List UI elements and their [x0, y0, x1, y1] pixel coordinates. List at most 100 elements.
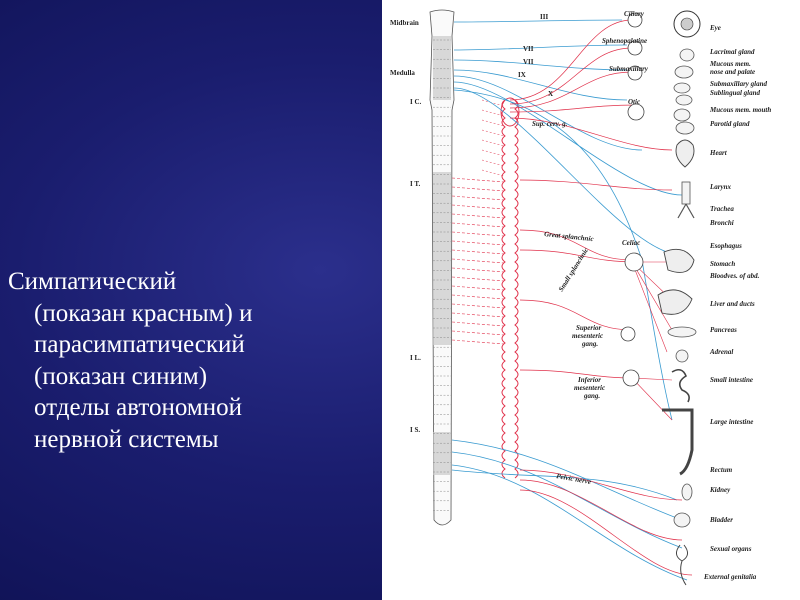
label-esophagus: Esophagus — [709, 242, 742, 250]
ganglion-circle — [627, 12, 643, 28]
organs — [657, 10, 701, 586]
label-inferior-mesenteric-3: gang. — [583, 392, 600, 400]
sympathetic-postganglionic-fiber — [519, 179, 673, 191]
sympathetic-postganglionic-fiber — [509, 104, 638, 113]
vagus-fiber — [453, 89, 673, 421]
label-pancreas: Pancreas — [710, 326, 737, 334]
gland-shape — [679, 48, 695, 62]
label-c1: I C. — [410, 98, 422, 106]
chain-left — [501, 99, 506, 479]
preganglionic-fiber — [451, 231, 505, 237]
sexual-organs-shape — [676, 544, 688, 586]
preganglionic-fiber — [451, 186, 505, 192]
chain-right — [514, 99, 519, 479]
label-mucous-nose-2: nose and palate — [710, 68, 755, 76]
label-nerve-vii-top: VII — [523, 45, 534, 53]
nerve-fibers — [451, 19, 693, 581]
sympathetic-postganglionic-fiber — [519, 489, 693, 576]
cervical-fiber — [481, 149, 505, 157]
label-inferior-mesenteric: Inferior — [577, 376, 601, 384]
parasympathetic-sacral-fiber — [451, 439, 683, 521]
abdominal-fiber — [631, 377, 673, 421]
gland-shape — [675, 94, 693, 106]
preganglionic-fiber — [451, 330, 505, 336]
label-bronchi: Bronchi — [709, 219, 734, 227]
parasympathetic-cranial-fiber — [453, 81, 683, 196]
label-nerve-vii: VII — [523, 58, 534, 66]
parasympathetic-cranial-fiber — [453, 87, 683, 256]
parasympathetic-cranial-fiber — [453, 75, 643, 151]
cord-segment-shade — [433, 432, 451, 475]
parasympathetic-cranial-fiber — [453, 44, 628, 51]
preganglionic-fiber — [451, 249, 505, 255]
sympathetic-postganglionic-fiber — [509, 19, 633, 101]
label-parotid: Parotid gland — [710, 120, 750, 128]
preganglionic-fiber — [451, 276, 505, 282]
label-adrenal: Adrenal — [709, 348, 733, 356]
label-submaxillary-gland: Submaxillary gland — [710, 80, 767, 88]
spinal-cord — [429, 9, 455, 526]
label-sexual: Sexual organs — [710, 545, 752, 553]
sympathetic-postganglionic-fiber — [519, 469, 683, 501]
label-bloodves: Bloodves. of abd. — [709, 272, 760, 280]
caption-line-3: парасимпатический — [34, 331, 245, 358]
preganglionic-fiber — [451, 321, 505, 327]
label-midbrain: Midbrain — [390, 19, 419, 27]
label-ciliary: Ciliary — [624, 10, 645, 18]
caption-line-1: Симпатический — [8, 268, 177, 295]
label-superior-mesenteric: Superior — [576, 324, 602, 332]
diagram-svg: Midbrain Medulla I C. I T. I L. I S. III… — [390, 9, 771, 586]
label-inferior-mesenteric-2: mesenteric — [574, 384, 605, 392]
kidney-shape — [681, 483, 693, 501]
preganglionic-fiber — [451, 312, 505, 318]
gland-shape — [673, 82, 691, 94]
label-rectum: Rectum — [709, 466, 733, 474]
ganglion-circle — [620, 326, 636, 342]
cord-segment-shade — [433, 36, 451, 100]
ganglion-circle — [627, 65, 643, 81]
ganglia — [620, 12, 645, 387]
parasympathetic-sacral-fiber — [451, 451, 683, 549]
preganglionic-fiber — [451, 303, 505, 309]
gland-shape — [674, 65, 694, 79]
sympathetic-postganglionic-fiber — [519, 249, 638, 263]
trachea-shape — [681, 181, 691, 205]
sympathetic-postganglionic-fiber — [519, 479, 683, 541]
parasympathetic-cranial-fiber — [453, 59, 628, 71]
preganglionic-fiber — [451, 294, 505, 300]
label-eye: Eye — [709, 24, 721, 32]
label-bladder: Bladder — [709, 516, 733, 524]
slide-caption: Симпатический (показан красным) и параси… — [8, 266, 368, 455]
preganglionic-fiber — [451, 258, 505, 264]
label-kidney: Kidney — [709, 486, 731, 494]
label-t1: I T. — [410, 180, 420, 188]
ganglion-circle — [627, 40, 643, 56]
cervical-fiber — [481, 129, 505, 137]
large-intestine-shape — [662, 408, 694, 476]
preganglionic-fiber — [451, 240, 505, 246]
caption-line-6: нервной системы — [34, 425, 219, 453]
abdominal-fiber — [631, 261, 668, 353]
label-small-splanchnic: Small splanchnic — [557, 246, 590, 293]
label-external: External genitalia — [703, 573, 757, 581]
parasympathetic-sacral-fiber — [451, 464, 688, 581]
cervical-fiber — [481, 99, 505, 107]
preganglionic-fiber — [451, 177, 505, 183]
label-s1: I S. — [410, 426, 420, 434]
autonomic-nervous-system-diagram: Midbrain Medulla I C. I T. I L. I S. III… — [382, 0, 800, 600]
gland-shape — [675, 121, 695, 135]
label-sphenopalatine: Sphenopalatine — [602, 37, 647, 45]
label-stomach: Stomach — [710, 260, 735, 268]
cord-segment-shade — [433, 172, 451, 345]
preganglionic-fiber — [451, 213, 505, 219]
label-sublingual: Sublingual gland — [710, 89, 760, 97]
pancreas-shape — [667, 326, 697, 338]
label-superior-mesenteric-3: gang. — [581, 340, 598, 348]
ganglion-circle — [624, 252, 644, 272]
label-sup-cerv: Sup. cerv. g. — [532, 120, 568, 128]
parasympathetic-cranial-fiber — [453, 69, 628, 101]
label-pelvic-nerve: Pelvic nerve — [556, 472, 592, 486]
adrenal-shape — [675, 349, 689, 363]
label-larynx: Larynx — [709, 183, 732, 191]
